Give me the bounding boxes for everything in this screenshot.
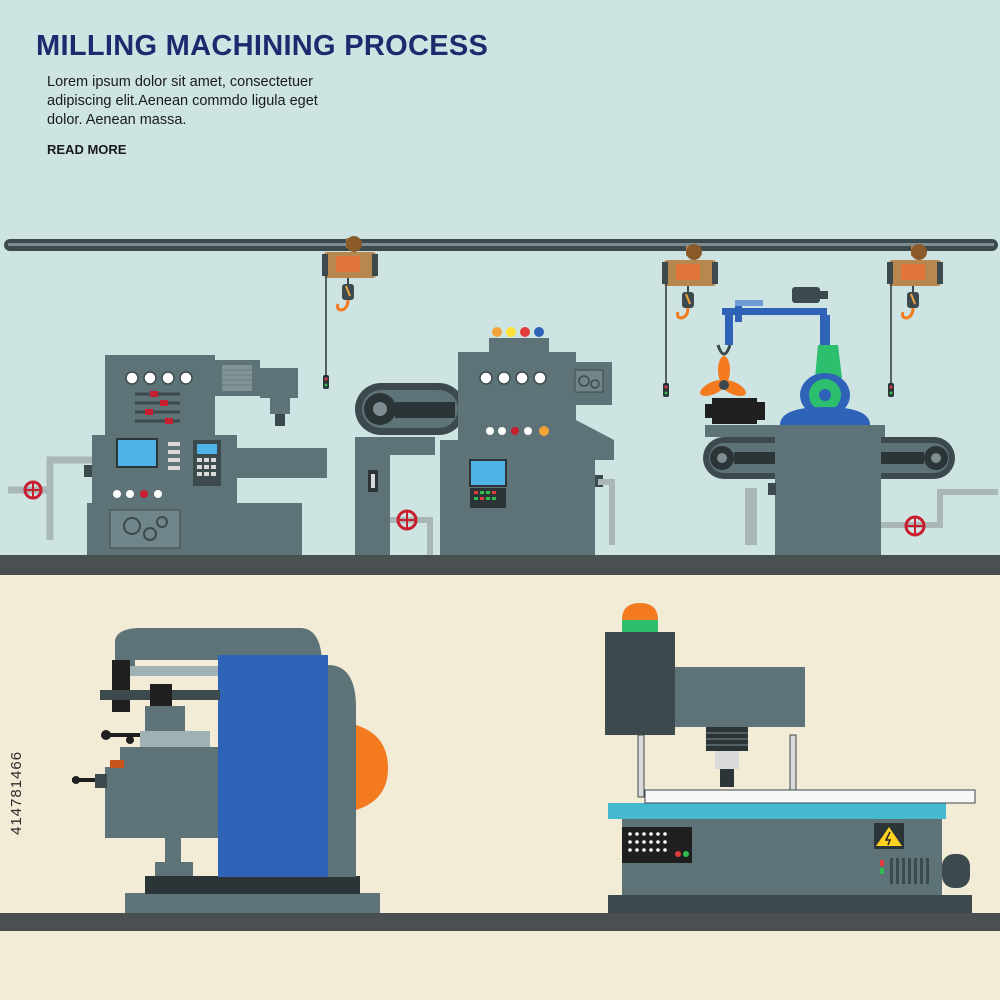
valve-wheel-icon — [904, 515, 926, 537]
signal-lamp-icon — [492, 327, 544, 337]
valve-wheel-icon — [396, 509, 418, 531]
control-screen — [116, 438, 158, 468]
machine-control-unit-left — [84, 355, 327, 555]
milling-machine-vertical — [72, 628, 388, 913]
pressure-gauges — [125, 371, 193, 385]
propeller-part — [700, 356, 746, 397]
intro-paragraph: Lorem ipsum dolor sit amet, consectetuer… — [47, 74, 318, 128]
valve-wheel-icon — [23, 480, 43, 500]
crane-hoist-icon — [322, 236, 378, 389]
upper-floor — [0, 555, 1000, 575]
robot-arm — [716, 287, 870, 425]
signal-lamp-icon — [622, 603, 658, 632]
conveyor-belt-left — [355, 383, 465, 435]
control-screen — [469, 459, 507, 487]
machine-right-base — [768, 425, 881, 555]
cnc-milling-machine — [605, 603, 976, 913]
lower-floor — [0, 913, 1000, 931]
stock-id-text: 414781466 — [8, 750, 25, 835]
engine-block-part — [705, 398, 765, 424]
machine-central — [355, 327, 614, 555]
crane-hoist-icon — [662, 244, 718, 397]
page-title: MILLING MACHINING PROCESS — [36, 30, 489, 62]
warning-triangle-icon — [874, 823, 904, 849]
read-more-link[interactable]: READ MORE — [47, 142, 127, 157]
overhead-rail — [4, 239, 998, 251]
gear-icon — [123, 516, 168, 541]
crane-hoist-icon — [887, 244, 943, 397]
